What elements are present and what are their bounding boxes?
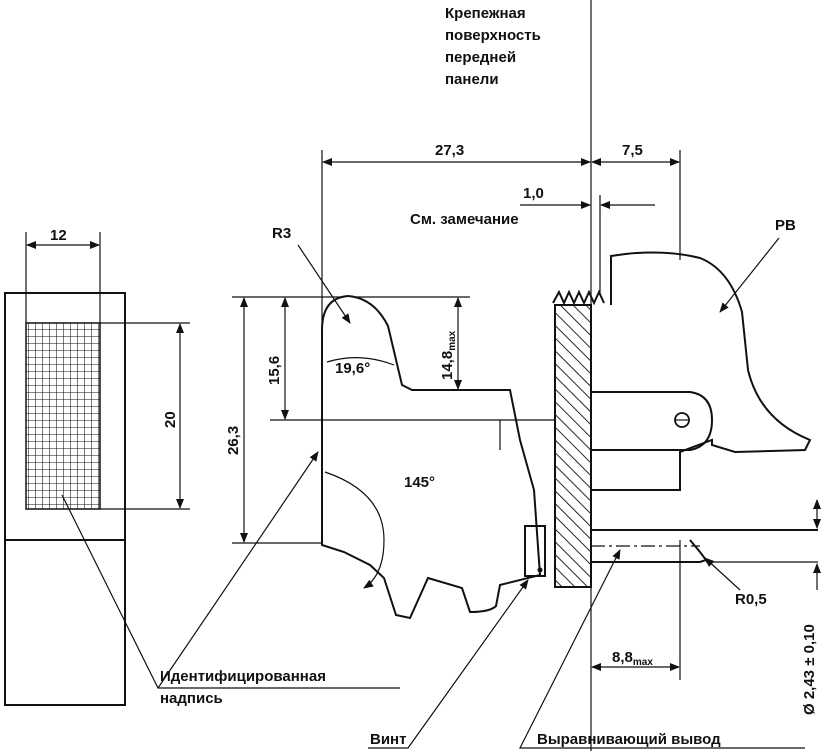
see-note-label: См. замечание	[410, 211, 519, 228]
dimension-8-8: 8,8max	[612, 649, 653, 668]
dimension-15-6: 15,6	[266, 356, 283, 385]
lever-arm	[591, 391, 714, 451]
front-panel	[554, 304, 592, 588]
alignment-pin	[591, 529, 818, 563]
identified-inscription-label: Идентифицированная надпись	[160, 668, 330, 707]
angle-145: 145°	[404, 474, 435, 491]
radius-r0-5: R0,5	[735, 591, 767, 608]
screw-label: Винт	[370, 731, 406, 748]
angle-19-6: 19,6°	[335, 360, 370, 377]
switch-body-outline	[321, 294, 542, 620]
pb-housing	[591, 251, 812, 491]
dimension-27-3: 27,3	[435, 142, 464, 159]
radius-r3: R3	[272, 225, 291, 242]
dimension-diameter: Ø 2,43 ± 0,10	[801, 624, 818, 715]
screw	[524, 525, 546, 577]
dimension-1-0: 1,0	[523, 185, 544, 202]
side-view-dimensions: 27,3 7,5 1,0 См. замечание R3 26,3 15,6 …	[225, 142, 821, 715]
side-view	[321, 0, 818, 751]
label-grid-area	[25, 322, 101, 510]
dimension-20: 20	[162, 411, 179, 428]
angle-19-6-arc	[326, 357, 395, 366]
angle-145-arc	[324, 471, 385, 589]
pb-label: PB	[775, 217, 796, 234]
dimension-14-8: 14,8max	[439, 330, 458, 380]
dimension-26-3: 26,3	[225, 426, 242, 455]
callouts: Крепежная поверхность передней панели PB…	[61, 5, 805, 749]
front-view-body	[4, 292, 126, 706]
front-view: 12 20	[4, 227, 190, 706]
alignment-pin-label: Выравнивающий вывод	[537, 731, 721, 748]
dimension-12: 12	[50, 227, 67, 244]
dimension-7-5: 7,5	[622, 142, 643, 159]
mounting-surface-label: Крепежная поверхность передней панели	[445, 5, 545, 88]
